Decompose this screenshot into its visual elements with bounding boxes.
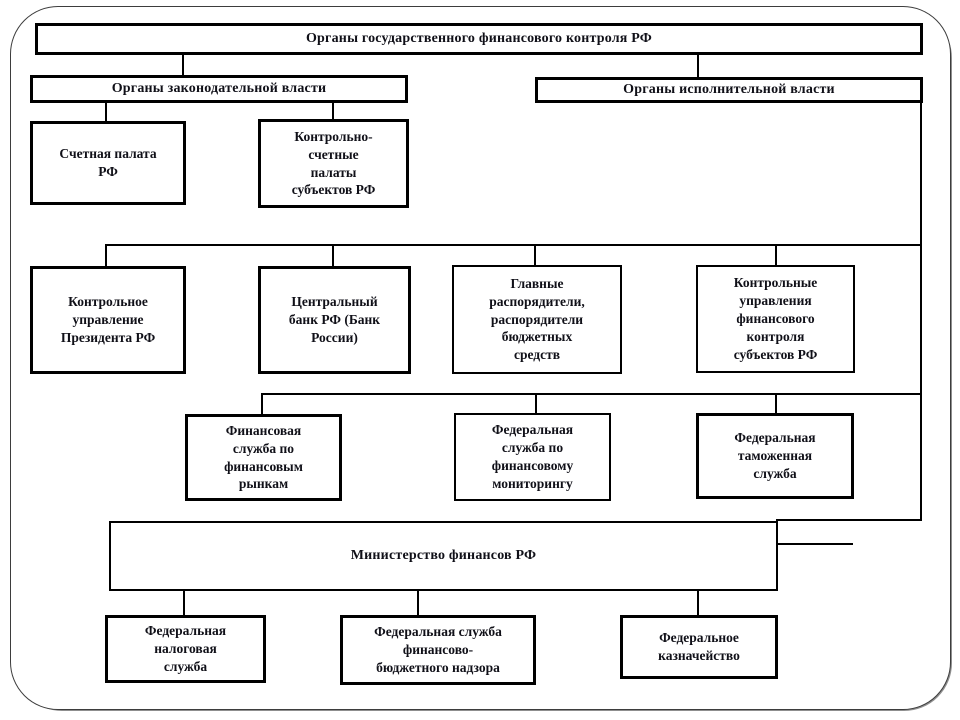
connector-row4-fts <box>775 395 777 414</box>
connector-row3-glavnye <box>534 246 536 266</box>
connector-minfin-kaznacheystvo <box>697 590 699 616</box>
connector-trunk-minfin <box>776 519 922 521</box>
connector-legislative-ksp <box>332 101 334 120</box>
node-kontrolnye-upravleniya: Контрольные управления финансового контр… <box>696 265 855 373</box>
node-central-bank: Центральный банк РФ (Банк России) <box>258 266 411 374</box>
node-kontrolnoe-upravlenie: Контрольное управление Президента РФ <box>30 266 186 374</box>
node-tamozhennaya-sluzhba: Федеральная таможенная служба <box>696 413 854 499</box>
node-glavnye-rasporyaditeli: Главные распорядители, распорядители бюд… <box>452 265 622 374</box>
node-executive: Органы исполнительной власти <box>535 77 923 103</box>
connector-row3-central-bank <box>332 246 334 267</box>
connector-row3-horizontal <box>105 244 922 246</box>
connector-title-executive <box>697 53 699 78</box>
node-kaznacheystvo: Федеральное казначейство <box>620 615 778 679</box>
connector-row3-kontrolnoe <box>105 244 107 267</box>
connector-row4-fsfr <box>261 393 263 415</box>
connector-executive-trunk <box>920 101 922 521</box>
connector-row3-kontrolnye <box>775 246 777 266</box>
node-fin-byudzhetny-nadzor: Федеральная служба финансово- бюджетного… <box>340 615 536 685</box>
connector-minfin-right-stub <box>777 543 853 545</box>
node-fin-sluzhba-rynki: Финансовая служба по финансовым рынкам <box>185 414 342 501</box>
node-ksp-subjektov: Контрольно- счетные палаты субъектов РФ <box>258 119 409 208</box>
connector-row4-horizontal <box>261 393 922 395</box>
node-schetnaya-palata: Счетная палата РФ <box>30 121 186 205</box>
connector-minfin-nadzor <box>417 590 419 616</box>
node-legislative: Органы законодательной власти <box>30 75 408 103</box>
node-title: Органы государственного финансового конт… <box>35 23 923 55</box>
connector-legislative-schetnaya <box>105 101 107 122</box>
node-nalogovaya-sluzhba: Федеральная налоговая служба <box>105 615 266 683</box>
node-minfin: Министерство финансов РФ <box>109 521 778 591</box>
connector-row4-fsfm <box>535 395 537 414</box>
node-fed-sluzhba-monitoring: Федеральная служба по финансовому монито… <box>454 413 611 501</box>
connector-minfin-nalogovaya <box>183 590 185 616</box>
connector-title-legislative <box>182 53 184 76</box>
